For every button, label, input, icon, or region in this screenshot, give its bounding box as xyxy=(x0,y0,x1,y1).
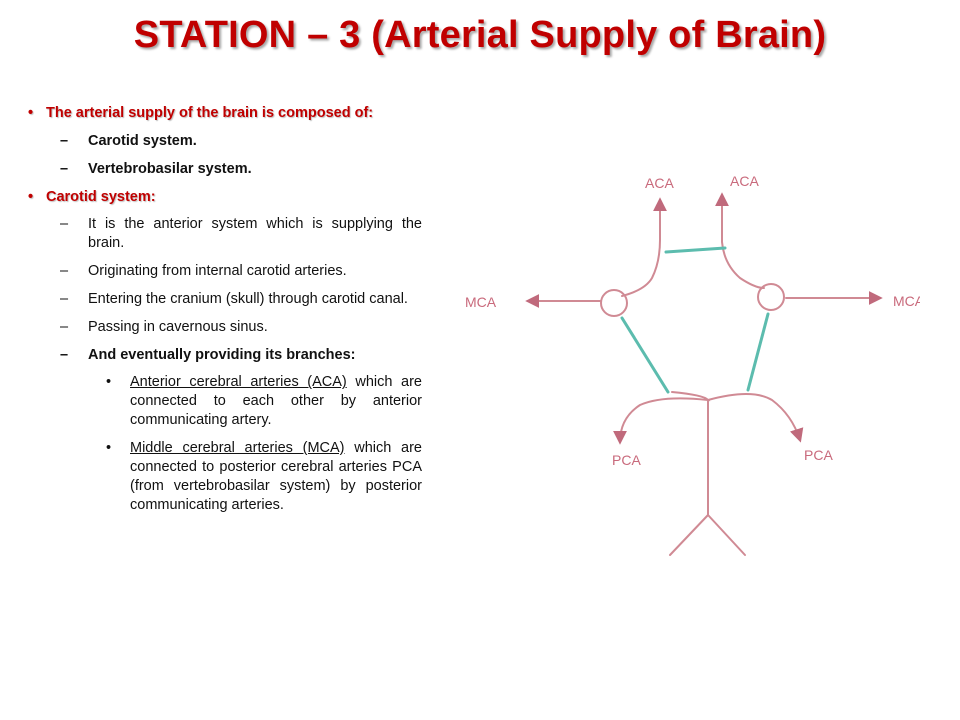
bullet-marker: • xyxy=(28,188,34,205)
branch-underlined: Anterior cerebral arteries (ACA) xyxy=(130,374,347,391)
intro-item-text: Vertebrobasilar system. xyxy=(88,160,252,177)
carotid-item-text: And eventually providing its branches: xyxy=(88,346,356,363)
carotid-item: – And eventually providing its branches: xyxy=(26,346,422,365)
anterior-communicating-artery xyxy=(664,246,727,254)
carotid-item-text: Entering the cranium (skull) through car… xyxy=(88,290,408,307)
circle-of-willis-diagram: ACA ACA MCA MCA PCA PCA xyxy=(465,173,920,556)
dash-marker: – xyxy=(60,216,69,233)
slide-title: STATION – 3 (Arterial Supply of Brain) xyxy=(133,14,827,56)
label-mca-right: MCA xyxy=(893,293,920,309)
carotid-item: – Entering the cranium (skull) through c… xyxy=(26,290,422,309)
branch-rest: which are connected to each other by ant… xyxy=(130,374,422,429)
pca-left-vessel xyxy=(613,391,711,445)
dash-marker: – xyxy=(60,318,69,335)
carotid-item: – It is the anterior system which is sup… xyxy=(26,215,422,253)
label-pca-left: PCA xyxy=(612,452,641,468)
vertebral-artery-left xyxy=(669,514,709,556)
carotid-item-text: It is the anterior system which is suppl… xyxy=(88,216,422,252)
aca-right-vessel xyxy=(715,192,765,289)
label-pca-right: PCA xyxy=(804,447,833,463)
dash-marker: – xyxy=(60,290,69,307)
label-aca-right: ACA xyxy=(730,173,759,189)
branch-item-mca: • Middle cerebral arteries (MCA) which a… xyxy=(26,439,422,514)
internal-carotid-right xyxy=(757,283,785,311)
carotid-heading: Carotid system: xyxy=(46,188,156,205)
dash-marker: – xyxy=(60,132,69,149)
dash-marker: – xyxy=(60,346,69,363)
intro-item-text: Carotid system. xyxy=(88,132,197,149)
branch-underlined: Middle cerebral arteries (MCA) xyxy=(130,439,345,456)
carotid-item-text: Originating from internal carotid arteri… xyxy=(88,263,347,280)
internal-carotid-left xyxy=(600,289,628,317)
carotid-item: – Passing in cavernous sinus. xyxy=(26,318,422,337)
aca-left-vessel xyxy=(621,197,667,297)
slide-content: • The arterial supply of the brain is co… xyxy=(26,104,422,523)
branch-rest: which are connected to posterior cerebra… xyxy=(130,439,422,513)
bullet-marker: • xyxy=(28,105,34,121)
label-mca-left: MCA xyxy=(465,294,497,310)
bullet-carotid: • Carotid system: xyxy=(26,188,422,207)
intro-item: – Carotid system. xyxy=(26,132,422,151)
label-aca-left: ACA xyxy=(645,175,674,191)
bullet-marker: • xyxy=(106,374,112,391)
branch-item-aca: • Anterior cerebral arteries (ACA) which… xyxy=(26,373,422,430)
dash-marker: – xyxy=(60,160,69,177)
bullet-intro: • The arterial supply of the brain is co… xyxy=(26,104,422,123)
posterior-communicating-right xyxy=(746,312,770,392)
bullet-marker: • xyxy=(106,439,112,456)
vertebral-artery-right xyxy=(707,514,746,556)
carotid-item-text: Passing in cavernous sinus. xyxy=(88,318,268,335)
posterior-communicating-left xyxy=(620,316,670,394)
dash-marker: – xyxy=(60,263,69,280)
carotid-item: – Originating from internal carotid arte… xyxy=(26,262,422,281)
intro-item: – Vertebrobasilar system. xyxy=(26,160,422,179)
intro-text: The arterial supply of the brain is comp… xyxy=(46,105,374,121)
pca-right-vessel xyxy=(707,393,804,443)
